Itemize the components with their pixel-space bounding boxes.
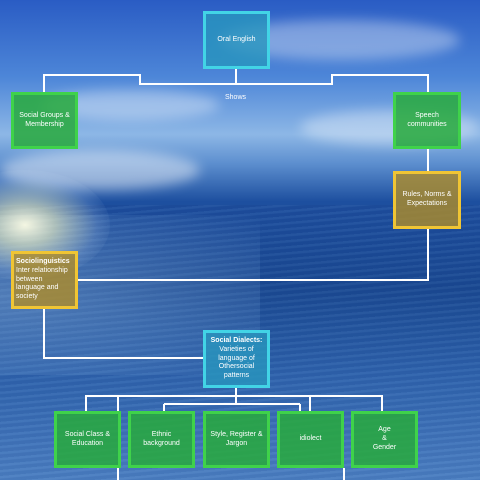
node-sociolinguistics[interactable]: Sociolinguistics Inter relationship betw… <box>11 251 78 309</box>
node-social-dialects[interactable]: Social Dialects: Varieties of language o… <box>203 330 270 388</box>
node-age-gender-line2: & <box>382 435 387 443</box>
node-social-dialects-body: Varieties of language of Othersocial pat… <box>218 345 255 380</box>
node-age-gender[interactable]: Age & Gender <box>351 411 418 468</box>
node-age-gender-line1: Age <box>378 426 391 434</box>
node-social-dialects-title: Social Dialects: <box>210 337 263 345</box>
node-sociolinguistics-body: Inter relationship between language and … <box>16 266 68 301</box>
edge-label-shows: Shows <box>225 94 247 101</box>
node-rules-norms[interactable]: Rules, Norms & Expectations <box>393 171 461 229</box>
node-idiolect[interactable]: idiolect <box>277 411 344 468</box>
node-speech-communities-label: Speech communities <box>407 111 447 128</box>
node-oral-english[interactable]: Oral English <box>203 11 270 69</box>
node-idiolect-label: idiolect <box>299 435 322 443</box>
node-ethnic-background[interactable]: Ethnic background <box>128 411 195 468</box>
node-speech-communities[interactable]: Speech communities <box>393 92 461 149</box>
node-social-class[interactable]: Social Class & Education <box>54 411 121 468</box>
node-style-register[interactable]: Style, Register & Jargon <box>203 411 270 468</box>
node-ethnic-background-label: Ethnic background <box>143 430 180 447</box>
node-social-groups[interactable]: Social Groups & Membership <box>11 92 78 149</box>
node-style-register-label: Style, Register & Jargon <box>210 430 263 447</box>
node-social-class-label: Social Class & Education <box>64 430 111 447</box>
node-age-gender-line3: Gender <box>372 443 397 451</box>
node-oral-english-label: Oral English <box>217 35 256 43</box>
node-rules-norms-label: Rules, Norms & Expectations <box>402 191 452 207</box>
node-social-groups-label: Social Groups & Membership <box>19 111 70 128</box>
node-sociolinguistics-title: Sociolinguistics <box>16 258 70 266</box>
